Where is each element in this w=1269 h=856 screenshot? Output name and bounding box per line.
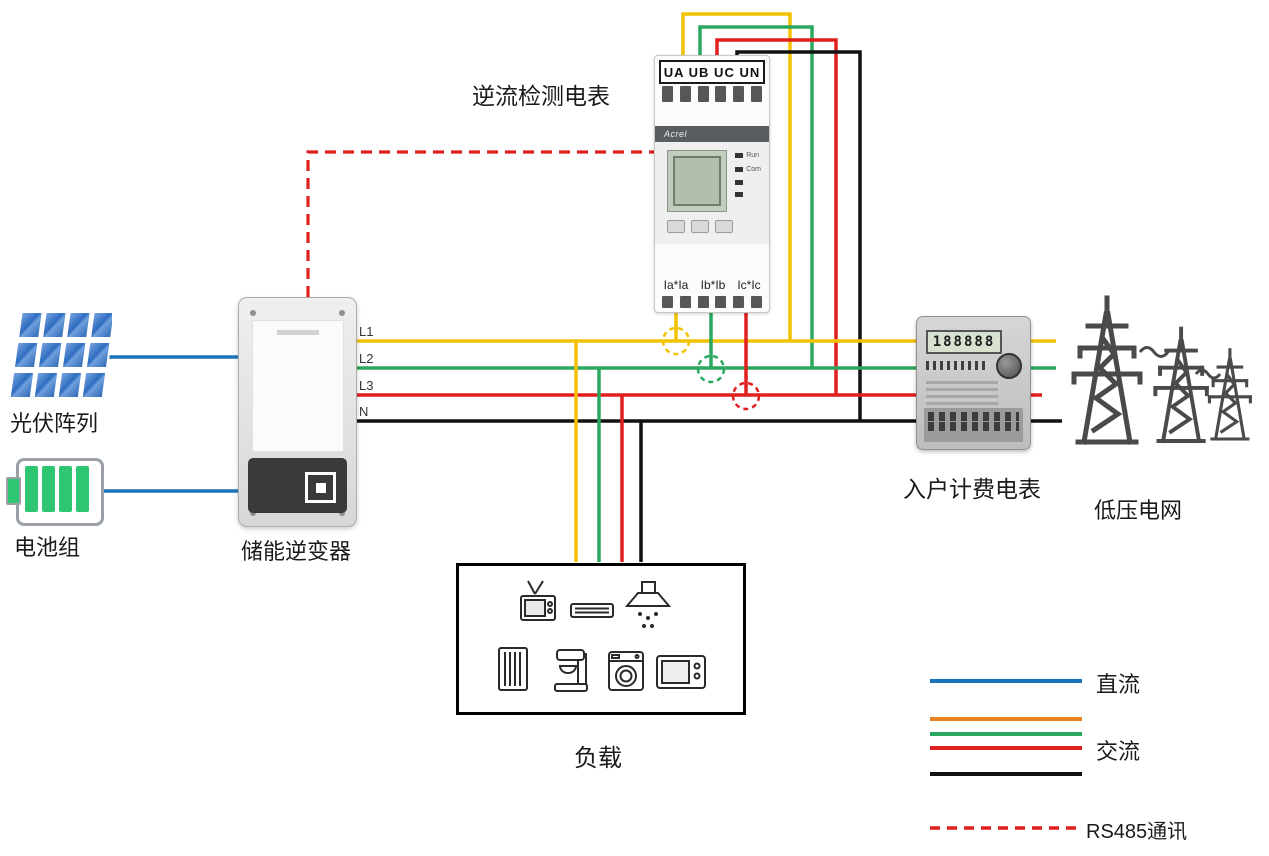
ct-ring-ib: [696, 354, 726, 384]
meter-led-column: Run Com: [735, 152, 761, 197]
ct-ring-ic: [731, 381, 761, 411]
billing-meter: 188888: [916, 316, 1031, 450]
billing-meter-terminals: [924, 408, 1023, 442]
bus-tag-l2: L2: [359, 351, 374, 366]
led-indicator: [735, 153, 744, 158]
ct-terminal-label-ib: Ib*Ib: [700, 278, 726, 292]
grid-towers-icon: [1060, 288, 1252, 450]
battery-terminal: [6, 477, 21, 505]
legend-label-ac: 交流: [1096, 739, 1141, 764]
led-indicator: [735, 180, 744, 185]
reverse-meter-label: 逆流检测电表: [472, 83, 610, 109]
bus-tag-l3: L3: [359, 378, 374, 393]
screw: [339, 310, 345, 316]
battery-cell: [76, 466, 89, 512]
screw: [250, 510, 256, 516]
tv-icon: [520, 580, 556, 621]
bus-tag-n: N: [359, 404, 369, 419]
billing-meter-dial: [996, 353, 1022, 379]
battery-icon: [16, 458, 104, 526]
meter-buttons: [667, 220, 733, 233]
meter-face: Run Com: [655, 142, 769, 244]
radiator-icon: [498, 647, 528, 691]
meter-button: [667, 220, 685, 233]
inverter-label: 储能逆变器: [241, 539, 352, 564]
meter-lcd: [667, 150, 727, 212]
battery-cell: [59, 466, 72, 512]
loop-wire-l2: [698, 25, 814, 368]
meter-button: [691, 220, 709, 233]
billing-meter-text-rows: [926, 377, 998, 405]
screw: [250, 310, 256, 316]
billing-meter-display: 188888: [926, 330, 1002, 354]
loop-wire-l1: [681, 12, 792, 341]
meter-bottom-terminal-block: [662, 296, 762, 308]
legend-label-rs485: RS485通讯: [1086, 821, 1188, 843]
inverter-terminal-cover: [248, 458, 347, 513]
load-box: [456, 563, 746, 715]
led-indicator: [735, 167, 744, 172]
battery-cell: [42, 466, 55, 512]
bus-tag-l1: L1: [359, 324, 374, 339]
led-indicator: [735, 192, 744, 197]
pv-array-label: 光伏阵列: [10, 411, 99, 436]
meter-button: [715, 220, 733, 233]
grid-wave-line: [1138, 346, 1170, 358]
battery-cells: [25, 466, 89, 512]
meter-voltage-terminals-label: UA UB UC UN: [659, 60, 765, 84]
microwave-icon: [656, 655, 706, 689]
inverter-front-panel: [252, 320, 344, 452]
grid-label: 低压电网: [1094, 498, 1183, 523]
tower-small: [1207, 348, 1252, 441]
tower-medium: [1153, 326, 1209, 443]
pv-array-icon: [8, 311, 112, 399]
panel-heater-icon: [570, 603, 614, 618]
range-hood-icon: [624, 581, 672, 628]
meter-brand-text: Acrel: [664, 129, 688, 139]
inverter-device: [238, 297, 357, 527]
washing-machine-icon: [608, 651, 644, 691]
coffee-machine-icon: [554, 649, 588, 692]
load-label: 负载: [574, 745, 622, 772]
led-label: Run: [746, 152, 760, 159]
billing-meter-label: 入户计费电表: [903, 476, 1041, 502]
inverter-logo: [277, 330, 319, 335]
billing-meter-barcode: [926, 361, 988, 370]
screw: [339, 510, 345, 516]
led-label: Com: [746, 166, 761, 173]
inverter-port-icon: [305, 472, 336, 503]
tower-large: [1074, 298, 1140, 442]
appliances: [498, 580, 706, 692]
legend-label-dc: 直流: [1096, 672, 1141, 697]
meter-top-terminal-block: [662, 86, 762, 102]
reverse-current-meter: UA UB UC UN Acrel Run Com Ia*Ia Ib*Ib Ic…: [654, 55, 770, 313]
meter-brand-strip: Acrel: [655, 126, 769, 142]
battery-cell: [25, 466, 38, 512]
ct-ring-ia: [661, 326, 691, 356]
ct-terminal-label-ic: Ic*Ic: [737, 278, 761, 292]
battery-label: 电池组: [14, 535, 81, 560]
grid-wave-line: [1194, 368, 1222, 380]
ct-terminal-label-ia: Ia*Ia: [663, 278, 689, 292]
rs485-wire: [306, 150, 654, 297]
